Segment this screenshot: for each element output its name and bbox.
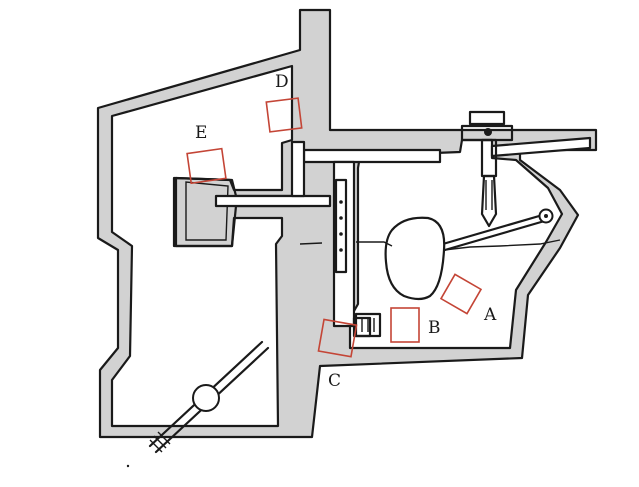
inlet-fitting-bolt <box>484 128 492 136</box>
emulsion-hole-3 <box>339 232 343 236</box>
inlet-fitting-nut <box>460 124 514 142</box>
discharge-channel <box>214 194 332 208</box>
marker-d-box <box>265 97 303 133</box>
inlet-fitting-cap <box>468 110 506 126</box>
label-a: A <box>483 305 497 325</box>
main-jet-threads <box>361 318 375 332</box>
throttle-shaft <box>192 384 220 412</box>
emulsion-hole-4 <box>339 248 343 252</box>
fuel-level-line <box>299 239 561 251</box>
vent-passage-vertical <box>290 140 306 198</box>
venturi-inner <box>185 181 229 241</box>
vent-passage-horizontal <box>302 148 442 164</box>
needle-guide <box>485 180 493 210</box>
marker-b-box <box>390 307 420 343</box>
float-needle <box>480 174 498 228</box>
float-arm <box>434 212 550 254</box>
float <box>384 216 446 301</box>
marker-a-box <box>439 273 483 315</box>
drawing-dot <box>126 464 130 468</box>
throttle-plate-end <box>149 431 171 453</box>
label-e: E <box>195 123 207 143</box>
label-b: B <box>428 318 441 338</box>
label-c: C <box>328 371 341 391</box>
emulsion-hole-1 <box>339 200 343 204</box>
emulsion-tube <box>334 178 348 274</box>
needle-seat <box>480 138 498 178</box>
float-pivot-pin <box>544 214 548 218</box>
label-d: D <box>275 72 289 92</box>
bowl-vent-passage <box>490 136 592 158</box>
emulsion-hole-2 <box>339 216 343 220</box>
marker-c-box <box>317 318 358 358</box>
marker-e-box <box>186 147 227 185</box>
